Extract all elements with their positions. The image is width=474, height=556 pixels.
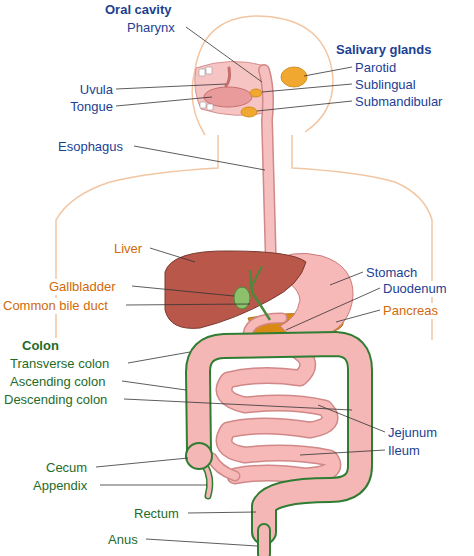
teeth xyxy=(199,67,213,110)
part-label: Jejunum xyxy=(386,425,439,441)
part-label: Descending colon xyxy=(2,392,109,408)
part-label: Pharynx xyxy=(125,20,177,36)
part-label: Sublingual xyxy=(353,77,418,93)
small-intestine xyxy=(212,346,333,476)
liver xyxy=(165,251,306,328)
parotid-gland xyxy=(281,67,307,87)
part-label: Appendix xyxy=(31,478,89,494)
group-heading: Salivary glands xyxy=(334,42,433,58)
part-label: Duodenum xyxy=(381,281,449,297)
part-label: Parotid xyxy=(353,60,398,76)
part-label: Uvula xyxy=(78,82,115,98)
uvula xyxy=(226,68,230,86)
cecum xyxy=(186,443,212,469)
submandibular-gland xyxy=(241,107,257,117)
part-label: Anus xyxy=(106,532,140,548)
part-label: Common bile duct xyxy=(1,298,110,314)
sublingual-gland xyxy=(250,89,262,97)
part-label: Transverse colon xyxy=(8,356,111,372)
part-label: Rectum xyxy=(132,506,181,522)
common-bile-duct xyxy=(250,270,270,320)
part-label: Tongue xyxy=(68,99,115,115)
leader-lines xyxy=(96,27,385,546)
part-label: Esophagus xyxy=(56,139,125,155)
colon xyxy=(198,344,360,554)
part-label: Ileum xyxy=(386,443,422,459)
gallbladder xyxy=(234,287,250,309)
esophagus xyxy=(264,70,271,266)
part-label: Liver xyxy=(112,241,144,257)
part-label: Cecum xyxy=(44,460,89,476)
part-label: Pancreas xyxy=(381,303,440,319)
group-heading: Colon xyxy=(20,338,61,354)
group-heading: Oral cavity xyxy=(103,2,174,18)
hepatic-duct xyxy=(252,266,262,286)
part-label: Stomach xyxy=(364,265,419,281)
part-label: Submandibular xyxy=(353,94,444,110)
part-label: Ascending colon xyxy=(8,374,107,390)
part-label: Gallbladder xyxy=(47,279,118,295)
esophagus-outline xyxy=(264,70,271,266)
